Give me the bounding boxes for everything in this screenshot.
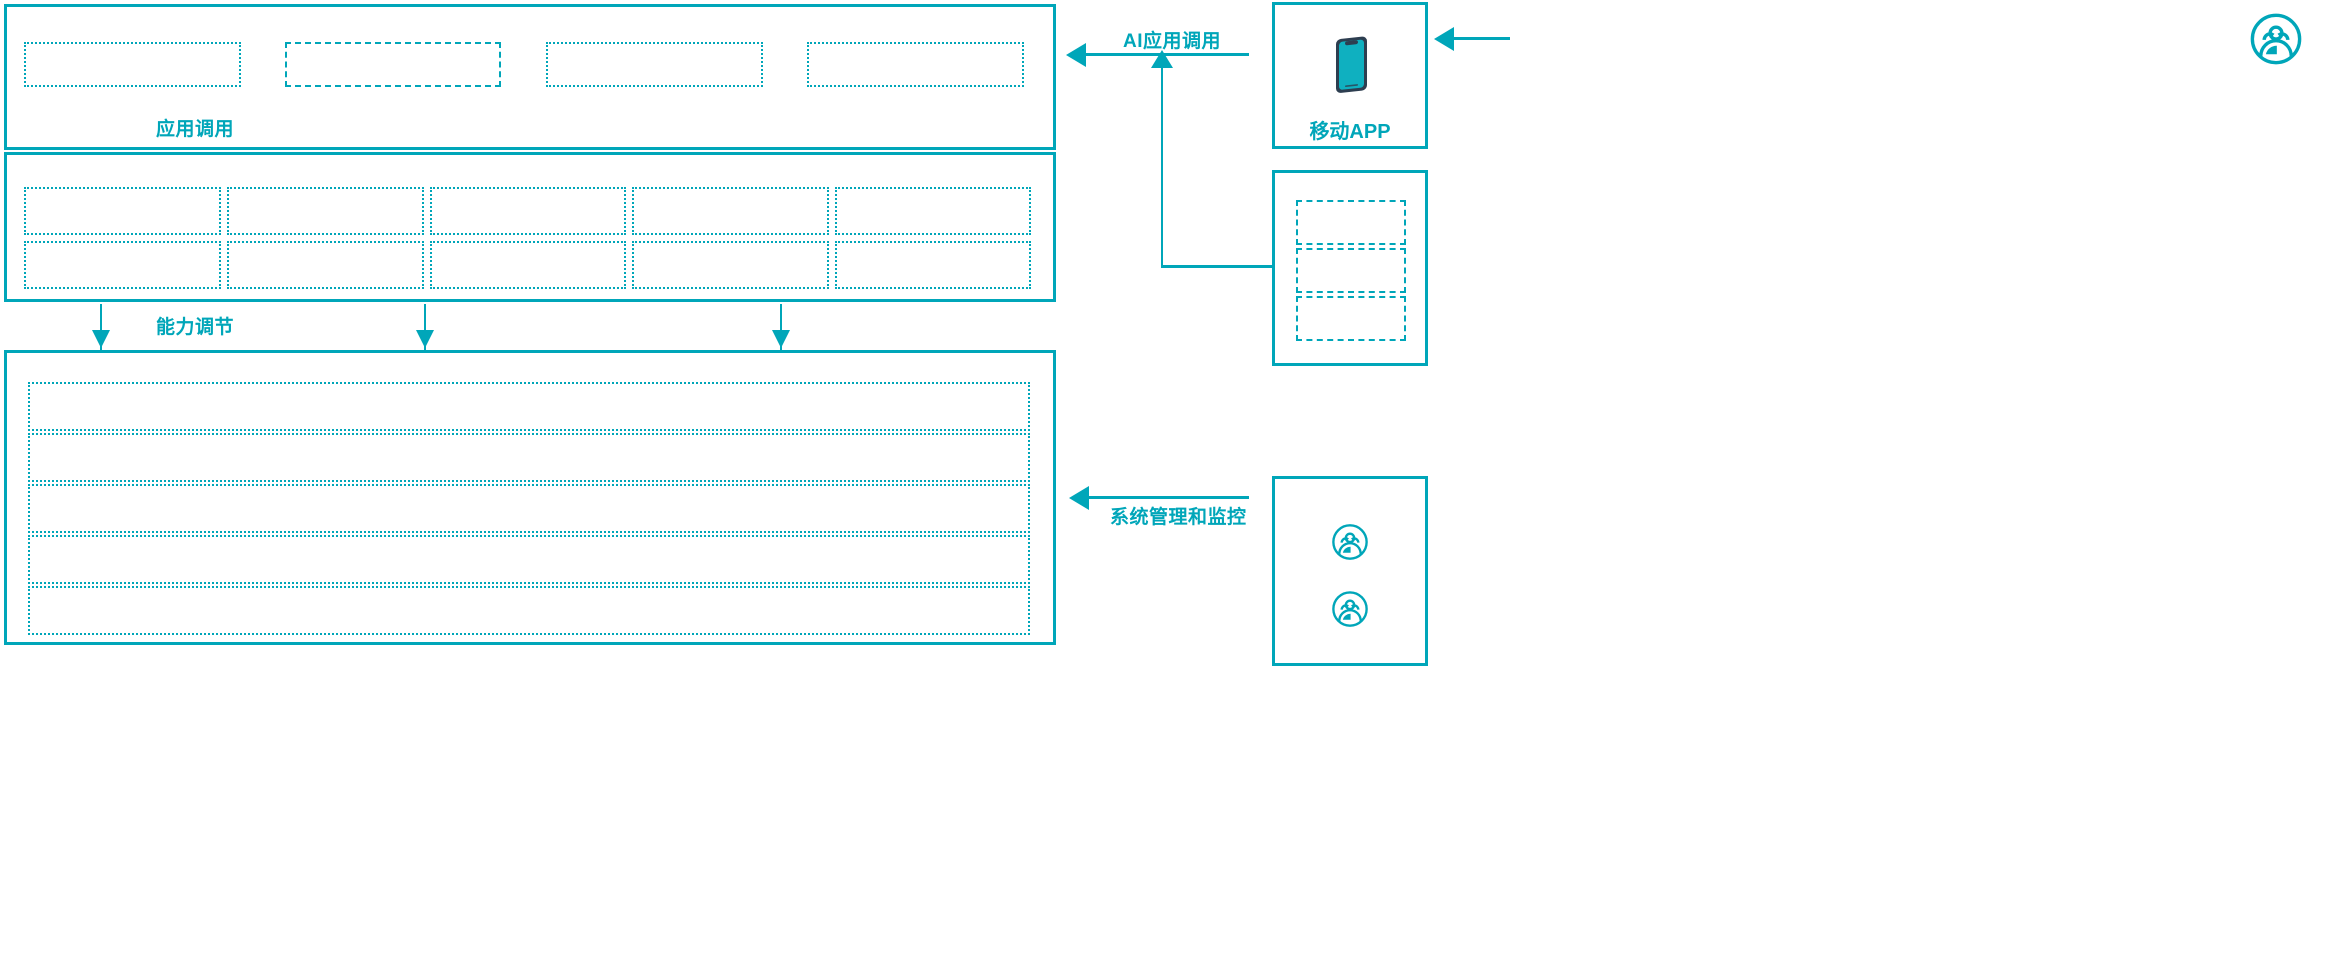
platform-layer-slot[interactable] [28,433,1030,482]
platform-layer-slot[interactable] [28,484,1030,533]
capability-layer-slot[interactable] [632,187,829,235]
operator-users-group-icon[interactable] [1331,590,1369,628]
channels-card-item[interactable] [1296,296,1406,341]
ai-app-invoke-riser-base [1161,265,1272,268]
channels-card-item[interactable] [1296,200,1406,245]
application-layer-panel [4,4,1056,150]
platform-layer-slot[interactable] [28,535,1030,584]
system-admin-monitor-line [1085,496,1249,499]
capability-layer-slot[interactable] [835,187,1031,235]
capability-layer-slot[interactable] [430,241,626,289]
ai-app-invoke-riser-arrowhead [1151,50,1173,68]
capability-tune-label: 能力调节 [156,317,235,338]
ai-app-invoke-label: AI应用调用 [1123,31,1222,52]
capability-layer-slot[interactable] [430,187,626,235]
capability-tune-arrowhead-3 [772,330,790,348]
capability-layer-slot[interactable] [227,241,424,289]
app-invoke-label: 应用调用 [156,119,235,140]
system-admin-monitor-label: 系统管理和监控 [1110,507,1247,528]
capability-layer-slot[interactable] [835,241,1031,289]
operators-card[interactable] [1272,476,1428,666]
capability-layer-slot[interactable] [24,187,221,235]
platform-layer-slot[interactable] [28,382,1030,431]
operator-users-group-icon[interactable] [1331,523,1369,561]
platform-layer-panel [4,350,1056,645]
channels-card[interactable] [1272,170,1428,366]
mobile-phone-icon [1330,30,1374,100]
platform-layer-slot[interactable] [28,586,1030,635]
application-layer-slot[interactable] [285,42,501,87]
capability-tune-arrowhead-2 [416,330,434,348]
channels-card-item[interactable] [1296,248,1406,293]
ai-app-invoke-arrowhead [1066,43,1086,67]
capability-layer-slot[interactable] [632,241,829,289]
system-admin-monitor-arrowhead [1069,486,1089,510]
capability-tune-connector-line-1 [100,304,102,354]
capability-tune-arrowhead-1 [92,330,110,348]
ai-app-invoke-riser-line [1161,66,1163,267]
capability-tune-connector-line-3 [780,304,782,354]
capability-layer-panel [4,152,1056,302]
application-layer-slot[interactable] [807,42,1024,87]
capability-layer-slot[interactable] [24,241,221,289]
application-layer-slot[interactable] [24,42,241,87]
capability-layer-slot[interactable] [227,187,424,235]
application-layer-slot[interactable] [546,42,763,87]
end-user-to-mobile-line [1450,37,1510,40]
mobile-app-card-label: 移动APP [1309,121,1391,143]
end-user-icon[interactable] [2249,12,2303,66]
capability-tune-connector-line-2 [424,304,426,354]
end-user-to-mobile-arrowhead [1434,27,1454,51]
